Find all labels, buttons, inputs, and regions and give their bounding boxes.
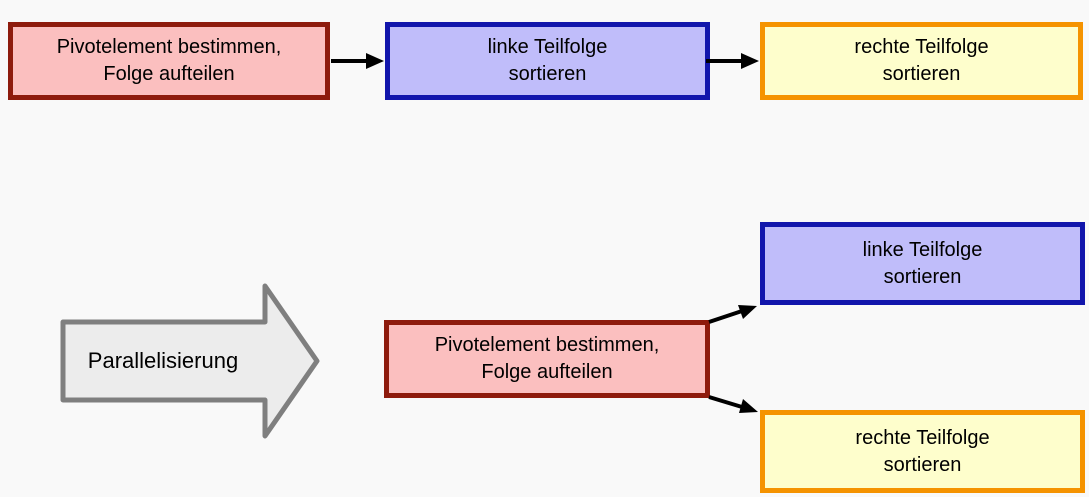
parallel-left-sort-box: linke Teilfolge sortieren — [760, 222, 1085, 305]
parallel-left-line2: sortieren — [883, 265, 962, 288]
parallel-left-line1: linke Teilfolge — [862, 238, 983, 261]
parallel-right-line2: sortieren — [883, 453, 962, 476]
sequential-right-line1: rechte Teilfolge — [854, 36, 989, 58]
parallelization-label: Parallelisierung — [87, 348, 239, 373]
parallelization-big-arrow-icon — [60, 283, 320, 439]
parallel-right-sort-box: rechte Teilfolge sortieren — [760, 410, 1085, 493]
arrow-down-right-icon — [708, 395, 758, 413]
sequential-right-line2: sortieren — [882, 63, 961, 85]
sequential-left-line2: sortieren — [508, 63, 587, 85]
sequential-pivot-line2: Folge aufteilen — [103, 63, 235, 85]
sequential-right-sort-box: rechte Teilfolge sortieren — [760, 22, 1083, 100]
parallel-pivot-box: Pivotelement bestimmen, Folge aufteilen — [384, 320, 710, 398]
arrow-right-icon — [706, 53, 759, 69]
sequential-left-line1: linke Teilfolge — [487, 36, 608, 58]
arrow-up-right-icon — [708, 305, 757, 324]
parallel-pivot-line2: Folge aufteilen — [481, 361, 613, 383]
sequential-left-sort-box: linke Teilfolge sortieren — [385, 22, 710, 100]
sequential-pivot-box: Pivotelement bestimmen, Folge aufteilen — [8, 22, 330, 100]
parallel-pivot-line1: Pivotelement bestimmen, — [434, 334, 660, 356]
arrow-right-icon — [331, 53, 384, 69]
sequential-pivot-line1: Pivotelement bestimmen, — [56, 36, 282, 58]
parallel-right-line1: rechte Teilfolge — [855, 426, 990, 449]
